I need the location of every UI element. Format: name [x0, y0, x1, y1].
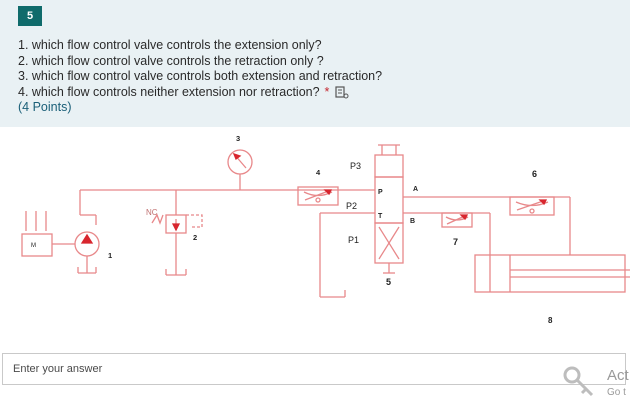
question-line-3: 3. which flow control valve controls bot… — [18, 69, 382, 85]
activation-watermark-title: Act — [607, 367, 629, 384]
label-5: 5 — [386, 277, 391, 287]
question-line-2: 2. which flow control valve controls the… — [18, 54, 382, 70]
motor-box — [21, 233, 53, 257]
cylinder-8 — [474, 254, 626, 293]
label-4: 4 — [316, 168, 321, 177]
question-line-1-text: 1. which flow control valve controls the… — [18, 38, 322, 52]
label-3: 3 — [236, 134, 240, 143]
key-watermark-icon — [563, 366, 594, 397]
question-points: (4 Points) — [18, 100, 382, 116]
label-7: 7 — [453, 237, 458, 247]
question-line-2-text: 2. which flow control valve controls the… — [18, 53, 324, 68]
flow-control-valve-6 — [509, 196, 555, 216]
label-6: 6 — [532, 169, 537, 179]
question-number: 5 — [26, 10, 34, 22]
hydraulic-circuit-diagram: 1 2 3 4 5 6 7 8 M NC P3 P2 P1 P T A B — [21, 134, 630, 325]
question-points-text: (4 Points) — [18, 100, 72, 114]
pump-arrow-icon — [80, 233, 94, 244]
question-text: 1. which flow control valve controls the… — [18, 38, 382, 116]
label-p1: P1 — [348, 235, 359, 245]
label-nc: NC — [146, 208, 158, 217]
label-port-a: A — [413, 186, 418, 193]
label-p2: P2 — [346, 201, 357, 211]
label-8: 8 — [548, 316, 553, 325]
required-marker: * — [324, 84, 330, 99]
question-line-3-text: 3. which flow control valve controls bot… — [18, 69, 383, 83]
flow-control-valve-4 — [297, 186, 339, 206]
relief-spring-icon — [151, 213, 164, 225]
immersive-reader-icon[interactable] — [335, 86, 349, 99]
label-2: 2 — [193, 233, 197, 242]
question-line-1: 1. which flow control valve controls the… — [18, 38, 382, 54]
activation-watermark-subtitle: Go t — [607, 387, 626, 398]
question-card: 5 1. which flow control valve controls t… — [0, 0, 630, 127]
label-port-b: B — [410, 218, 415, 225]
label-p3: P3 — [350, 161, 361, 171]
label-port-t: T — [378, 213, 383, 220]
label-1: 1 — [108, 251, 112, 260]
flow-control-valve-7 — [441, 212, 473, 228]
label-motor: M — [31, 243, 36, 249]
question-line-4-text: 4. which flow controls neither extension… — [18, 84, 320, 99]
label-port-p: P — [378, 189, 383, 196]
dcv-top-block — [374, 154, 404, 178]
answer-input[interactable] — [2, 353, 626, 385]
question-number-badge: 5 — [18, 6, 42, 26]
pressure-gauge — [227, 149, 253, 175]
question-line-4: 4. which flow controls neither extension… — [18, 85, 382, 101]
